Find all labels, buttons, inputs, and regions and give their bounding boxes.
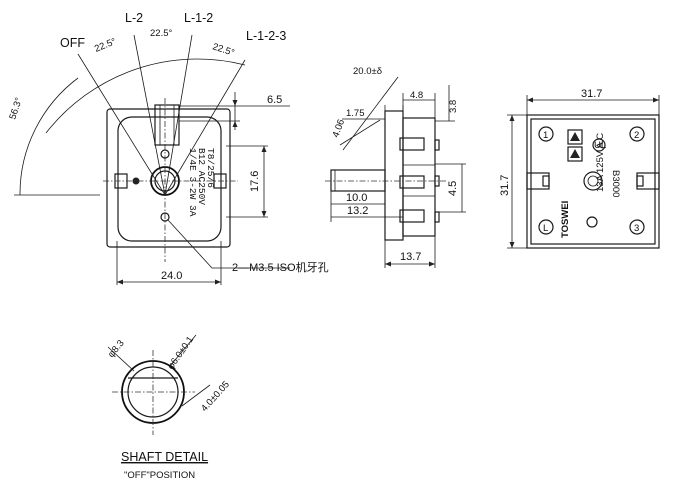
- arc-56-dim: [19, 77, 79, 196]
- angle-1-label: 22.5°: [93, 36, 118, 55]
- shaft-dim-6-0: φ6.0±0.1: [165, 334, 196, 371]
- front-label-line-3: T8/25/6: [205, 148, 216, 188]
- rear-view: 1 2 3 L UL B3000 13A 125V A.C TOSWEI: [499, 88, 660, 249]
- front-label-block: 1/4E 3-2W 3A B12 AC250V T8/25/6: [187, 148, 216, 217]
- dim-24-0: 24.0: [161, 270, 182, 282]
- hole-note: 2—M3.5 ISO机牙孔: [232, 260, 329, 274]
- rear-dim-width: 31.7: [581, 88, 602, 100]
- dim-4-06: 4.06: [330, 118, 347, 139]
- front-left-dot: [132, 177, 140, 185]
- terminal-l-label: L: [543, 223, 548, 234]
- dim-6-5: 6.5: [267, 94, 282, 106]
- rear-rating-text: 13A 125V A.C: [595, 133, 606, 192]
- position-indicator: OFF L-2 L-1-2 L-1-2-3 22.5° 22.5° 22.5° …: [7, 11, 286, 196]
- off-radial-line: [77, 53, 166, 196]
- rear-dim-height: 31.7: [499, 175, 511, 196]
- angle-2-label: 22.5°: [150, 28, 172, 39]
- terminal-circle-3: [629, 219, 645, 235]
- dim-13-7: 13.7: [400, 251, 421, 263]
- front-label-line-1: 1/4E 3-2W 3A: [187, 148, 198, 217]
- side-body: [402, 117, 436, 237]
- shaft-dim-8-3: φ8.3: [106, 338, 127, 360]
- terminal-3-label: 3: [634, 223, 639, 234]
- rear-right-slot: [636, 172, 660, 190]
- cert-mark-2: [567, 146, 583, 162]
- front-flange: [106, 108, 231, 248]
- ul-mark: [592, 138, 606, 152]
- terminal-circle-l: [538, 219, 554, 235]
- terminal-circle-2: [629, 126, 645, 142]
- front-label-line-2: B12 AC250V: [196, 148, 207, 205]
- svg-text:UL: UL: [594, 140, 606, 151]
- rear-brand-text: TOSWEI: [560, 201, 571, 238]
- l12-label: L-1-2: [184, 11, 213, 25]
- front-view: 1/4E 3-2W 3A B12 AC250V T8/25/6 6.5 17.6…: [103, 92, 329, 285]
- l2-label: L-2: [125, 11, 143, 25]
- rear-model-text: B3000: [610, 170, 621, 197]
- angle-3-label: 22.5°: [211, 41, 236, 58]
- shaft-detail-title: SHAFT DETAIL: [121, 450, 208, 464]
- dim-10-0: 10.0: [346, 192, 367, 204]
- dim-17-6: 17.6: [249, 171, 261, 192]
- l123-radial-line: [164, 59, 246, 196]
- front-stem: [154, 104, 180, 146]
- dim-20-0: 20.0±δ: [353, 66, 382, 77]
- dim-1-75: 1.75: [346, 108, 365, 119]
- terminal-2-label: 2: [634, 130, 639, 141]
- dim-4-8: 4.8: [410, 90, 423, 101]
- terminal-1-label: 1: [543, 130, 548, 141]
- rear-brand-logo: [586, 216, 598, 228]
- shaft-detail-subtitle: "OFF"POSITION: [124, 470, 195, 481]
- cert-mark-1: [567, 129, 583, 145]
- angle-arc: [45, 58, 246, 134]
- dim-13-2: 13.2: [347, 205, 368, 217]
- side-view: 20.0±δ 1.75 4.06 4.8 3.8 10.0 13.2 4.5: [325, 66, 466, 268]
- off-label: OFF: [60, 36, 85, 50]
- front-body: [117, 116, 222, 242]
- rear-center-hole: [583, 171, 603, 191]
- rear-left-slot: [526, 172, 550, 190]
- l123-label: L-1-2-3: [246, 29, 286, 43]
- shaft-dim-4-0: 4.0±0.05: [199, 379, 232, 414]
- dim-4-5: 4.5: [447, 181, 459, 196]
- terminal-circle-1: [538, 126, 554, 142]
- angle-arc-label: 56.3°: [7, 96, 24, 121]
- shaft-detail: φ8.3 φ6.0±0.1 4.0±0.05 SHAFT DETAIL "OFF…: [106, 334, 232, 481]
- side-shaft: [330, 169, 386, 192]
- dim-3-8: 3.8: [448, 100, 459, 113]
